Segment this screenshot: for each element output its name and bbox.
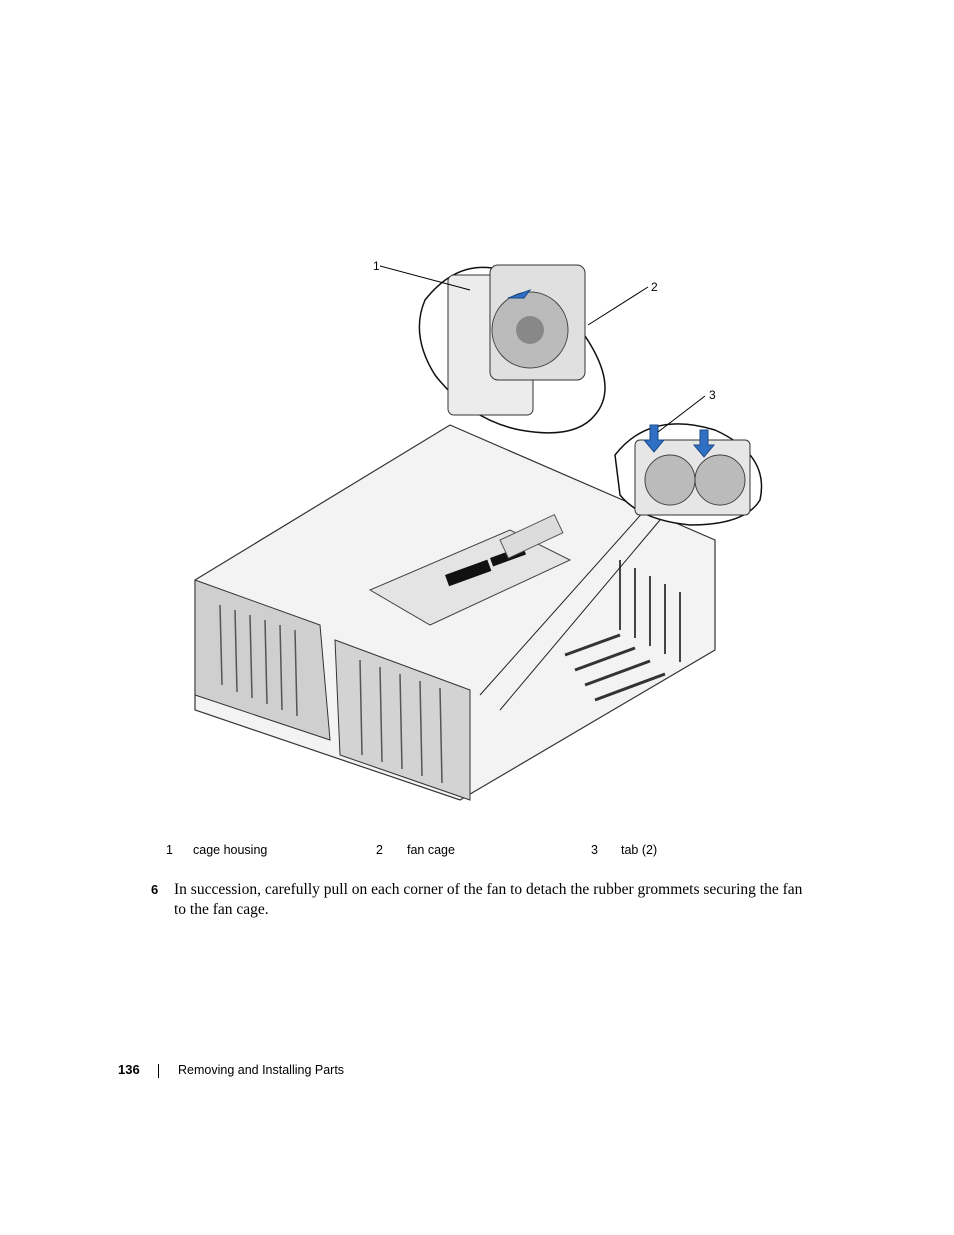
callout-1: 1 xyxy=(373,259,380,273)
legend-num-1: 1 xyxy=(166,843,173,857)
legend-label-fan-cage: fan cage xyxy=(407,843,455,857)
callout-3: 3 xyxy=(709,388,716,402)
computer-fan-cage-illustration: 1 2 3 xyxy=(180,240,780,810)
callout-2: 2 xyxy=(651,280,658,294)
legend-num-3: 3 xyxy=(591,843,598,857)
footer-separator xyxy=(158,1064,159,1078)
legend-num-2: 2 xyxy=(376,843,383,857)
step-text: In succession, carefully pull on each co… xyxy=(174,881,803,918)
section-title: Removing and Installing Parts xyxy=(178,1063,345,1077)
legend-label-tab: tab (2) xyxy=(621,843,658,857)
legend-label-cage-housing: cage housing xyxy=(193,843,268,857)
step-number: 6 xyxy=(151,882,159,897)
illustration-svg xyxy=(194,264,763,801)
procedure-step: 6 In succession, carefully pull on each … xyxy=(151,880,816,920)
page-number: 136 xyxy=(118,1062,140,1077)
